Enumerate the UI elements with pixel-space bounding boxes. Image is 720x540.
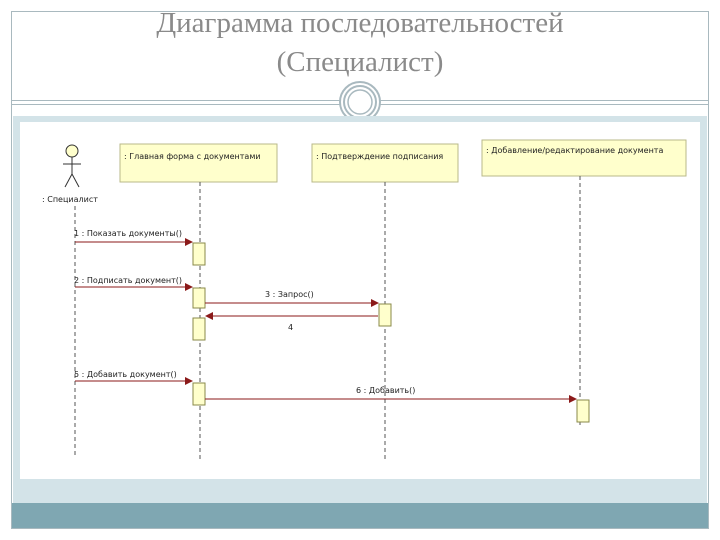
message-6-label: 6 : Добавить() [356, 386, 415, 395]
message-3-label: 3 : Запрос() [265, 290, 314, 299]
lifeline-box-confirm [311, 143, 459, 183]
message-4-label: 4 [288, 323, 293, 332]
lifeline-box-main-form [119, 143, 278, 183]
title-line-1: Диаграмма последовательностей [156, 7, 564, 39]
actor-label: : Специалист [42, 195, 98, 204]
lifeline-label-main-form: : Главная форма с документами [124, 152, 261, 161]
lifeline-label-confirm: : Подтверждение подписания [316, 152, 443, 161]
sequence-diagram: : Специалист : Главная форма с документа… [20, 122, 700, 479]
message-1-label: 1 : Показать документы() [74, 229, 182, 238]
lifelines [74, 176, 581, 462]
sequence-diagram-svg: : Специалист : Главная форма с документа… [42, 139, 687, 462]
footer-bar [12, 503, 708, 528]
message-5-label: 5 : Добавить документ() [74, 370, 177, 379]
lifeline-label-add-edit: : Добавление/редактирование документа [486, 146, 663, 155]
activation-bars [192, 242, 590, 423]
title-line-2: (Специалист) [276, 46, 444, 78]
lifeline-box-add-edit [481, 139, 687, 177]
actor-icon [63, 144, 81, 188]
message-2-label: 2 : Подписать документ() [74, 276, 182, 285]
